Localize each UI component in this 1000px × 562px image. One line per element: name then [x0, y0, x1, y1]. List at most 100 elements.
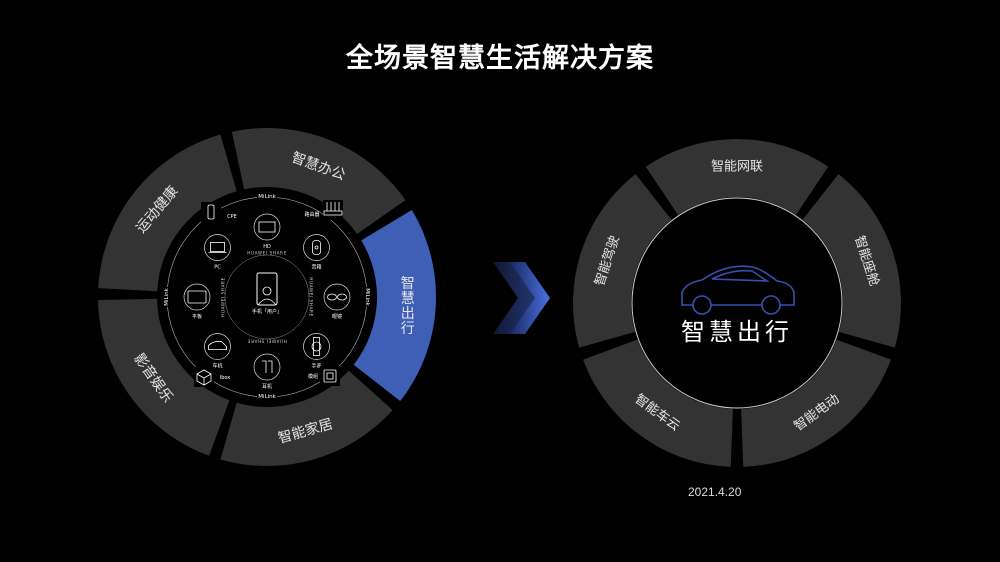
- glasses-icon: [327, 293, 347, 301]
- device-label: 平板: [192, 313, 202, 320]
- device-circle: [253, 353, 281, 381]
- corner-device-4[interactable]: Ibox: [194, 367, 230, 387]
- device-label: HD: [263, 244, 271, 250]
- car-window: [711, 269, 770, 282]
- device-5[interactable]: 耳机: [253, 353, 281, 390]
- glasses-icon-shape: [327, 293, 337, 301]
- car-icon: [681, 265, 795, 315]
- corner-label: CPE: [227, 214, 237, 220]
- ring-segment-4[interactable]: [583, 339, 733, 467]
- corner-device-1[interactable]: CPE: [201, 202, 237, 222]
- segment-label[interactable]: 智能网联: [711, 160, 763, 175]
- car-body: [681, 265, 795, 306]
- car-icon: [208, 340, 227, 350]
- device-circle: [303, 333, 330, 360]
- corner-bg: [320, 366, 340, 386]
- speaker-icon-shape: [312, 240, 321, 255]
- device-label: 眼镜: [332, 313, 342, 320]
- milink-label-bg: [257, 393, 277, 401]
- phone-user-icon: [256, 272, 278, 306]
- ring-segment-3[interactable]: [741, 339, 891, 467]
- module-icon-shape: [326, 372, 334, 380]
- device-1[interactable]: HD: [253, 213, 281, 250]
- cpe-icon: [207, 204, 215, 220]
- cpe-icon-shape: [207, 204, 215, 220]
- device-circle: [204, 333, 231, 360]
- device-3[interactable]: 眼镜: [323, 283, 351, 320]
- car-icon-shape: [208, 340, 227, 350]
- milink-label: MiLink: [258, 394, 276, 400]
- watch-icon-shape: [313, 337, 320, 356]
- tablet-icon: [187, 290, 207, 304]
- segment-label[interactable]: 智慧出行: [399, 276, 415, 336]
- ring-segment-4[interactable]: [98, 298, 230, 456]
- user-body: [257, 298, 277, 306]
- device-label: PC: [214, 265, 221, 271]
- box-icon-shape: [196, 369, 212, 386]
- device-label: 车机: [212, 362, 222, 369]
- milink-label: MiLink: [258, 194, 276, 200]
- device-circle: [204, 234, 231, 261]
- ring-segment-2[interactable]: [802, 174, 901, 348]
- speaker-icon: [312, 240, 321, 255]
- ring-segment-5[interactable]: [573, 174, 672, 348]
- device-circle: [323, 283, 351, 311]
- milink-label: MiLink: [364, 288, 370, 306]
- inner-disc: [161, 191, 373, 403]
- milink-label-bg: [363, 287, 371, 307]
- phone-outline: [256, 272, 278, 306]
- milink-label: MiLink: [164, 287, 170, 305]
- tablet-icon-shape: [187, 290, 207, 304]
- tv-icon: [258, 221, 276, 233]
- corner-device-3[interactable]: 模组: [308, 366, 340, 386]
- device-label: 耳机: [262, 383, 272, 390]
- corner-bg: [323, 200, 343, 220]
- share-label: HUAWEI SHARE: [309, 277, 314, 317]
- router-icon-shape: [326, 202, 340, 211]
- share-label: HUAWEI SHARE: [221, 277, 226, 317]
- earbuds-icon-shape: [262, 360, 273, 373]
- device-2[interactable]: 音箱: [303, 234, 330, 271]
- watch-icon: [311, 337, 322, 356]
- car-wheel: [761, 295, 781, 315]
- corner-label: Ibox: [220, 375, 231, 381]
- tv-icon-shape: [258, 221, 276, 233]
- device-4[interactable]: 手表: [303, 333, 330, 369]
- module-icon-shape: [323, 369, 337, 383]
- device-7[interactable]: 平板: [183, 283, 211, 320]
- laptop-icon-shape: [210, 242, 225, 252]
- chevron-arrow-icon: [493, 262, 550, 334]
- corner-label: 路由器: [304, 211, 319, 218]
- share-label: HUAWEI SHARE: [247, 339, 287, 344]
- corner-device-2[interactable]: 路由器: [304, 200, 343, 220]
- device-6[interactable]: 车机: [204, 333, 231, 369]
- share-label: HUAWEI SHARE: [247, 251, 287, 256]
- ring-segment-3[interactable]: [220, 370, 393, 466]
- earbuds-icon: [262, 360, 273, 373]
- device-circle: [303, 234, 330, 261]
- speaker-icon-shape: [314, 245, 319, 250]
- milink-label-bg: [163, 287, 171, 307]
- device-8[interactable]: PC: [204, 234, 231, 271]
- corner-bg: [201, 202, 221, 222]
- watch-icon-shape: [311, 341, 322, 352]
- device-label: 音箱: [311, 264, 321, 271]
- ring-segment-2[interactable]: [353, 209, 436, 402]
- car-wheel: [692, 295, 712, 315]
- module-icon: [323, 369, 337, 383]
- share-ring: [224, 254, 310, 340]
- device-circle: [253, 213, 281, 241]
- center-label: 智慧出行: [681, 318, 793, 346]
- ring-segment-1[interactable]: [231, 128, 406, 234]
- router-icon-shape: [323, 210, 343, 216]
- glasses-icon-shape: [337, 293, 347, 301]
- ring-segment-1[interactable]: [645, 138, 829, 215]
- center-label: 手机「用户」: [252, 308, 282, 315]
- center-disc: [631, 197, 843, 409]
- slide-date: 2021.4.20: [688, 485, 742, 499]
- slide-title: 全场景智慧生活解决方案: [346, 43, 654, 74]
- ring-segment-5[interactable]: [98, 134, 237, 292]
